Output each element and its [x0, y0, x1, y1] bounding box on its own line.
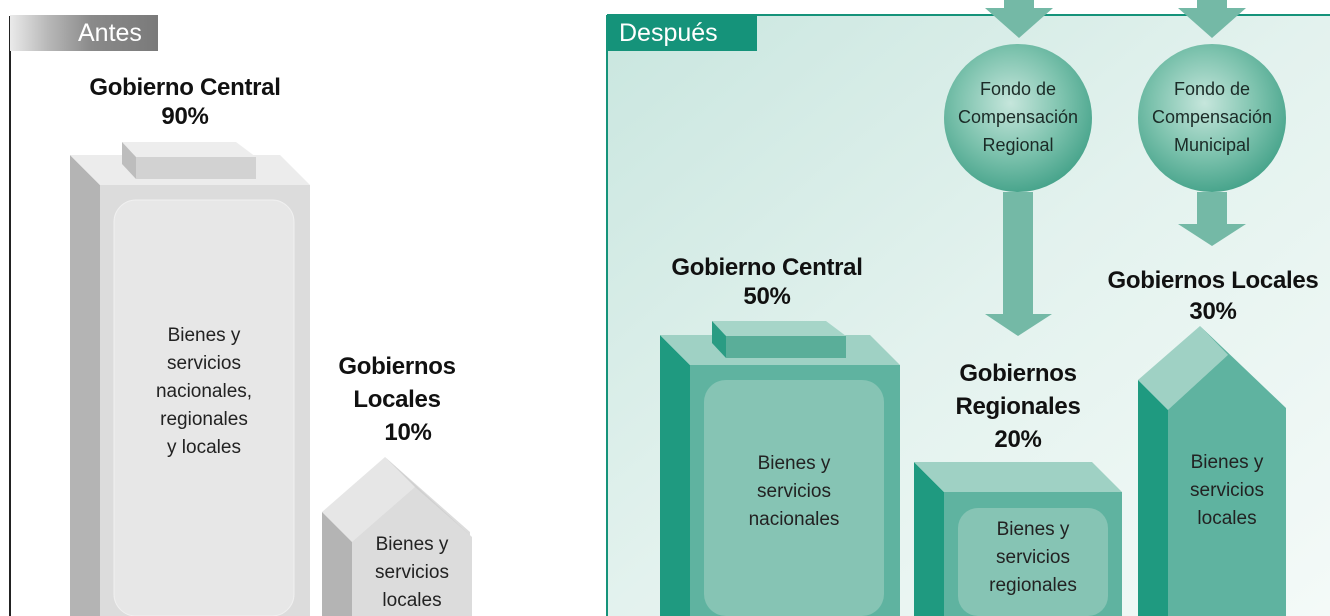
- fund-line: Fondo de: [979, 79, 1057, 99]
- after-regional-block: [914, 462, 1122, 616]
- after-local-title: Gobiernos Locales 30%: [1098, 265, 1328, 327]
- content-line: nacionales,: [155, 381, 253, 402]
- content-line: y locales: [167, 437, 241, 458]
- before-central-content: Bienes y servicios nacionales, regionale…: [114, 322, 294, 462]
- fund-line: Compensación: [1151, 107, 1273, 127]
- fund-regional-circle: [944, 44, 1092, 192]
- fund-municipal-label: Fondo de Compensación Municipal: [1138, 75, 1286, 159]
- after-central-block: [660, 321, 900, 616]
- fund-line: Fondo de: [1173, 79, 1251, 99]
- after-tab: Después: [607, 15, 757, 51]
- after-local-name: Gobiernos Locales: [1107, 267, 1319, 294]
- after-regional-name-line1: Gobiernos: [959, 360, 1077, 387]
- content-line: nacionales: [748, 509, 840, 530]
- after-central-content: Bienes y servicios nacionales: [704, 450, 884, 534]
- before-central-block: [70, 142, 310, 616]
- after-regional-content: Bienes y servicios regionales: [958, 516, 1108, 600]
- arrow-top-municipal: [1178, 0, 1246, 38]
- content-line: servicios: [375, 562, 449, 583]
- after-local-percent: 30%: [1189, 298, 1237, 325]
- content-line: Bienes y: [996, 519, 1070, 540]
- before-local-title: Gobiernos Locales 10%: [322, 350, 472, 449]
- content-line: regionales: [989, 575, 1077, 596]
- arrow-regional-down: [985, 192, 1052, 336]
- fund-line: Municipal: [1173, 135, 1251, 155]
- before-central-percent: 90%: [161, 103, 209, 130]
- content-line: Bienes y: [757, 453, 831, 474]
- fund-municipal-circle: [1138, 44, 1286, 192]
- content-line: Bienes y: [375, 534, 449, 555]
- before-local-content: Bienes y servicios locales: [352, 531, 472, 615]
- content-line: Bienes y: [1190, 452, 1264, 473]
- content-line: locales: [1197, 508, 1257, 529]
- after-central-percent: 50%: [743, 283, 791, 310]
- after-local-house: [1138, 326, 1286, 616]
- before-local-name-line1: Gobiernos: [338, 353, 456, 380]
- fund-line: Regional: [982, 135, 1054, 155]
- after-central-title: Gobierno Central 50%: [647, 253, 887, 311]
- before-tab: Antes: [10, 15, 158, 51]
- content-line: servicios: [167, 353, 241, 374]
- content-line: servicios: [1190, 480, 1264, 501]
- after-regional-name-line2: Regionales: [955, 393, 1081, 420]
- after-regional-percent: 20%: [994, 426, 1042, 453]
- content-line: regionales: [160, 409, 248, 430]
- fund-line: Compensación: [957, 107, 1079, 127]
- arrow-municipal-down: [1178, 192, 1246, 246]
- content-line: servicios: [996, 547, 1070, 568]
- before-local-house: [322, 457, 472, 616]
- content-line: servicios: [757, 481, 831, 502]
- before-local-name-line2: Locales: [353, 386, 441, 413]
- after-central-name: Gobierno Central: [671, 254, 863, 281]
- content-line: Bienes y: [167, 325, 241, 346]
- arrow-top-regional: [985, 0, 1053, 38]
- before-central-name: Gobierno Central: [89, 74, 281, 101]
- before-central-title: Gobierno Central 90%: [60, 73, 310, 131]
- before-local-percent: 10%: [384, 419, 432, 446]
- after-local-content: Bienes y servicios locales: [1168, 449, 1286, 533]
- after-regional-title: Gobiernos Regionales 20%: [928, 357, 1108, 456]
- content-line: locales: [382, 590, 442, 611]
- fund-regional-label: Fondo de Compensación Regional: [944, 75, 1092, 159]
